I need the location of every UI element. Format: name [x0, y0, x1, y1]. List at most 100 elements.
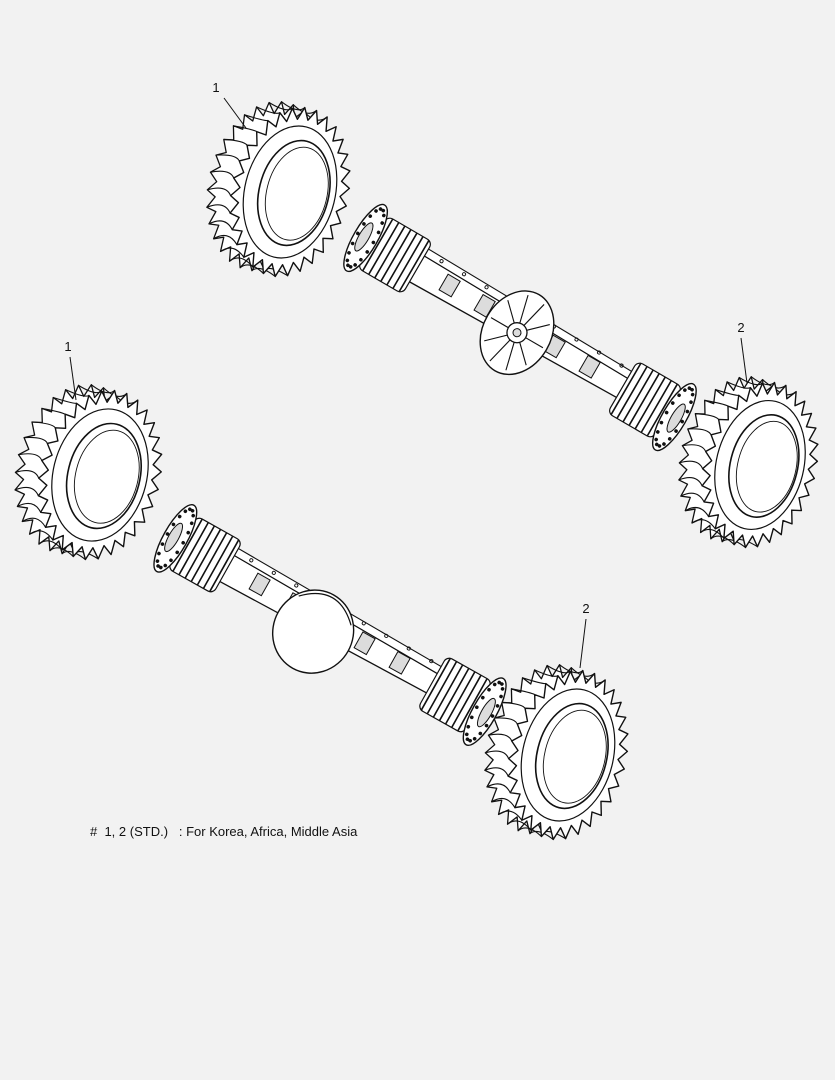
wheel-stud	[177, 514, 182, 519]
mounting-pad	[248, 572, 271, 597]
tire-lug	[710, 535, 735, 546]
axle-housing	[403, 247, 634, 401]
tire-lug	[29, 530, 54, 541]
hub-fin	[190, 528, 222, 583]
tire-lug	[534, 669, 559, 677]
housing-bolt	[619, 363, 624, 368]
wheel-stud	[674, 429, 678, 433]
wheel-stud	[190, 508, 195, 513]
hub-fin	[420, 657, 452, 711]
callout-mid-left-tire: 1	[64, 339, 77, 401]
housing-bolt	[271, 570, 276, 575]
tire-lug	[220, 247, 245, 258]
tire-lug	[233, 125, 257, 133]
wheel-stud	[490, 714, 495, 718]
tire-lug	[691, 519, 716, 530]
tire-lug	[750, 376, 775, 386]
tire-lug	[206, 204, 231, 214]
tire-lug	[522, 677, 546, 685]
hub-fin	[438, 667, 470, 722]
tire-lug	[213, 234, 238, 245]
mounting-pad	[388, 650, 411, 675]
tire-lug	[486, 783, 511, 793]
tire-lug	[700, 528, 725, 539]
tire-lug	[215, 154, 240, 162]
callout-number: 1	[212, 80, 219, 95]
wheel-stud	[685, 409, 690, 414]
tire-lug	[738, 377, 763, 386]
tire-lug	[493, 717, 518, 725]
tire-lug	[507, 820, 532, 831]
wheel-stud	[165, 532, 170, 536]
hub-fin	[622, 369, 654, 423]
tire-top-left	[206, 101, 351, 278]
tire-lug	[22, 517, 47, 528]
hub-fin	[392, 236, 424, 289]
wheel-stud	[656, 430, 660, 434]
axle-assembly-front	[343, 203, 697, 452]
wheel-stud	[163, 563, 168, 568]
hub-fin	[640, 380, 672, 433]
tire-lug	[488, 733, 513, 742]
wheel-stud	[171, 522, 176, 527]
tire-lug	[256, 106, 281, 114]
tire-lug	[251, 267, 276, 277]
differential-cover	[271, 589, 355, 674]
tire-lug	[485, 750, 510, 759]
wheel-stud	[481, 695, 485, 700]
tire-lug	[678, 477, 703, 487]
wheel-stud	[362, 222, 366, 226]
hub-fin	[426, 661, 458, 715]
tire-lug	[31, 421, 56, 429]
tire-lug	[14, 486, 39, 496]
tire-lug	[511, 688, 535, 696]
hub-fin	[634, 376, 666, 430]
wheel-stud	[495, 704, 500, 708]
wheel-hub-right	[609, 362, 697, 452]
wheel-stud	[183, 509, 188, 514]
tire-bottom-right	[484, 664, 629, 841]
wheel-stud	[348, 265, 353, 269]
housing-bolt	[361, 621, 366, 626]
wheel-hub-right	[419, 657, 507, 746]
housing-bolt	[384, 633, 389, 638]
callout-number: 1	[64, 339, 71, 354]
wheel-stud	[683, 388, 687, 392]
hub-fin	[610, 362, 642, 416]
hub-fin	[196, 532, 228, 586]
wheel-hub-left	[343, 203, 431, 293]
wheel-stud	[677, 393, 681, 398]
tire-lug	[679, 460, 704, 469]
wheel-stud	[189, 521, 194, 526]
wheel-stud	[382, 213, 386, 218]
housing-bolt	[429, 659, 434, 664]
wheel-stud	[175, 550, 179, 555]
wheel-stud	[492, 682, 497, 687]
wheel-rim-inner	[735, 420, 798, 513]
tire-lug	[682, 444, 707, 452]
wheel-stud	[497, 680, 501, 685]
callout-leader-line	[740, 337, 748, 384]
tire-lug	[18, 453, 43, 461]
housing-bolt	[406, 646, 411, 651]
housing-bolt	[461, 272, 467, 277]
tire-lug	[687, 428, 712, 436]
callout-number: 2	[582, 601, 589, 616]
tire-lug	[715, 389, 739, 396]
wheel-stud	[159, 565, 163, 570]
housing-bolt	[294, 583, 299, 588]
wheel-stud	[670, 401, 675, 405]
wheel-stud	[689, 400, 693, 404]
wheel-stud	[659, 420, 664, 425]
wheel-stud	[371, 240, 376, 245]
footnote-text: # 1, 2 (STD.) : For Korea, Africa, Middl…	[90, 824, 358, 839]
wheel-stud	[380, 221, 384, 225]
wheel-stud	[186, 530, 191, 535]
tire-lug	[484, 767, 509, 777]
wheel-stud	[478, 731, 483, 736]
tire-lug	[268, 102, 293, 111]
wheel-stud	[484, 723, 489, 728]
wheel-stud	[500, 687, 505, 691]
wheel-stud	[662, 442, 666, 446]
